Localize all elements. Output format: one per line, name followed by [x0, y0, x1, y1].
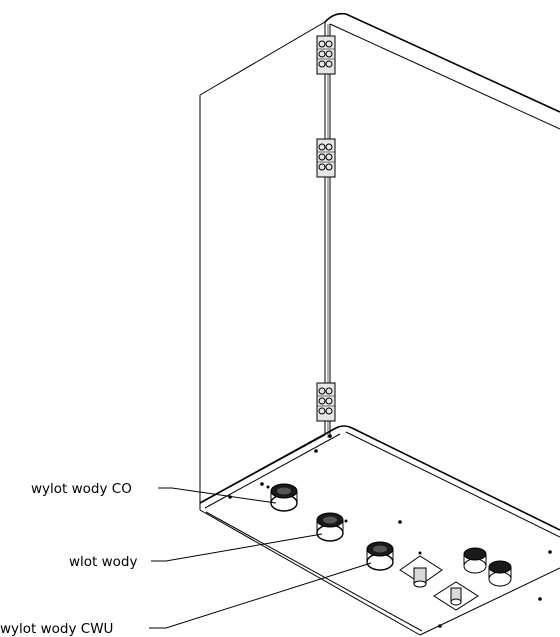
gas-valve-square-1 [399, 551, 443, 588]
cabinet-outline [199, 12, 560, 510]
hinge-middle [316, 138, 336, 178]
fitting-co-outlet [266, 483, 298, 512]
gas-valve-square-2 [433, 581, 479, 611]
hinge-bottom [316, 382, 336, 422]
fitting-cwu-outlet [366, 541, 394, 571]
cable-gland-1 [463, 547, 487, 574]
label-cwu-outlet: wylot wody CWU [0, 621, 113, 637]
leader-lines [149, 487, 372, 629]
bottom-plate [199, 425, 560, 636]
label-water-inlet: wlot wody [69, 554, 138, 570]
cable-gland-2 [488, 560, 512, 587]
hinge-top [316, 35, 336, 75]
fitting-water-inlet [316, 512, 348, 542]
label-co-outlet: wylot wody CO [31, 481, 132, 497]
